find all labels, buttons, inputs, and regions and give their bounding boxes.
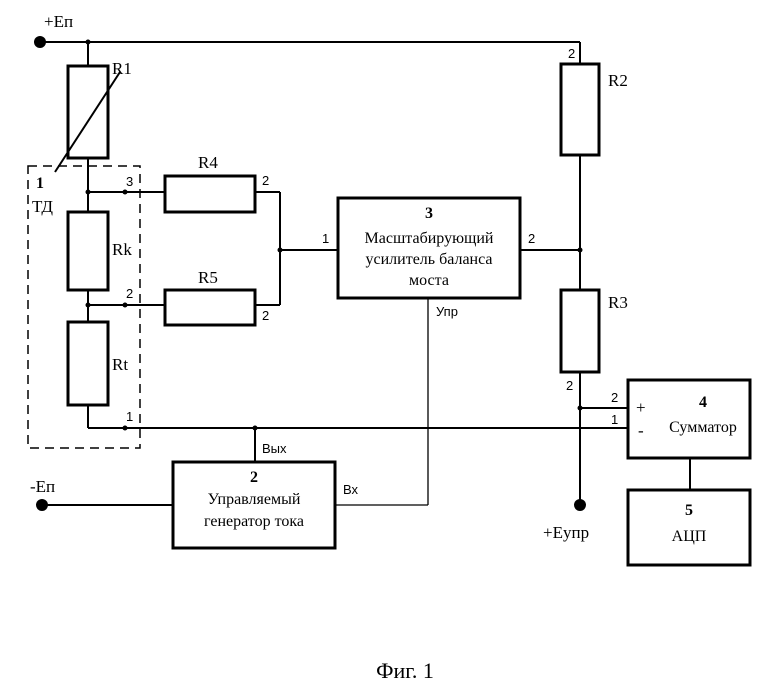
pin-amp-in: 1: [322, 231, 329, 246]
pin-r2-top: 2: [568, 46, 575, 61]
gen-out-label: Вых: [262, 441, 287, 456]
adc-name: АЦП: [672, 528, 707, 545]
gen-line-2: генератор тока: [204, 513, 304, 530]
pin-sum-plus-in: 2: [611, 390, 618, 405]
amp-number: 3: [425, 205, 433, 222]
resistor-rk: [68, 212, 108, 290]
label-rt: Rt: [112, 355, 128, 374]
sum-minus: -: [638, 421, 644, 440]
sum-name: Сумматор: [669, 419, 737, 436]
label-pos-supply: +Еп: [44, 12, 73, 31]
label-ref-supply: +Еупр: [543, 523, 589, 542]
label-neg-supply: -Еп: [30, 477, 55, 496]
resistor-r3: [561, 290, 599, 372]
amp-ctrl-label: Упр: [436, 304, 458, 319]
gen-in-label: Вх: [343, 482, 359, 497]
label-r4: R4: [198, 153, 218, 172]
label-r1: R1: [112, 59, 132, 78]
terminal-ref-supply: [574, 499, 586, 511]
pin-sum-minus-in: 1: [611, 412, 618, 427]
sensor-number: 1: [36, 175, 44, 192]
sensor-name: ТД: [32, 197, 53, 216]
label-rk: Rk: [112, 240, 132, 259]
amp-line-3: моста: [409, 272, 449, 289]
resistor-r2: [561, 64, 599, 155]
pin-r4-right: 2: [262, 173, 269, 188]
figure-caption: Фиг. 1: [376, 658, 434, 683]
pin-r3-bottom: 2: [566, 378, 573, 393]
resistor-r5: [165, 290, 255, 325]
amp-line-2: усилитель баланса: [365, 251, 492, 268]
sum-number: 4: [699, 394, 707, 411]
sensor-pin-1: 1: [126, 409, 133, 424]
sum-plus: +: [636, 398, 646, 417]
resistor-r4: [165, 176, 255, 212]
sensor-pin-2: 2: [126, 286, 133, 301]
pin-amp-out: 2: [528, 231, 535, 246]
gen-number: 2: [250, 469, 258, 486]
pin-r5-right: 2: [262, 308, 269, 323]
resistor-rt: [68, 322, 108, 405]
terminal-neg-supply: [36, 499, 48, 511]
adc-number: 5: [685, 502, 693, 519]
label-r5: R5: [198, 268, 218, 287]
gen-line-1: Управляемый: [208, 491, 301, 508]
amp-line-1: Масштабирующий: [365, 230, 494, 247]
label-r2: R2: [608, 71, 628, 90]
terminal-pos-supply: [34, 36, 46, 48]
label-r3: R3: [608, 293, 628, 312]
sensor-pin-3: 3: [126, 174, 133, 189]
